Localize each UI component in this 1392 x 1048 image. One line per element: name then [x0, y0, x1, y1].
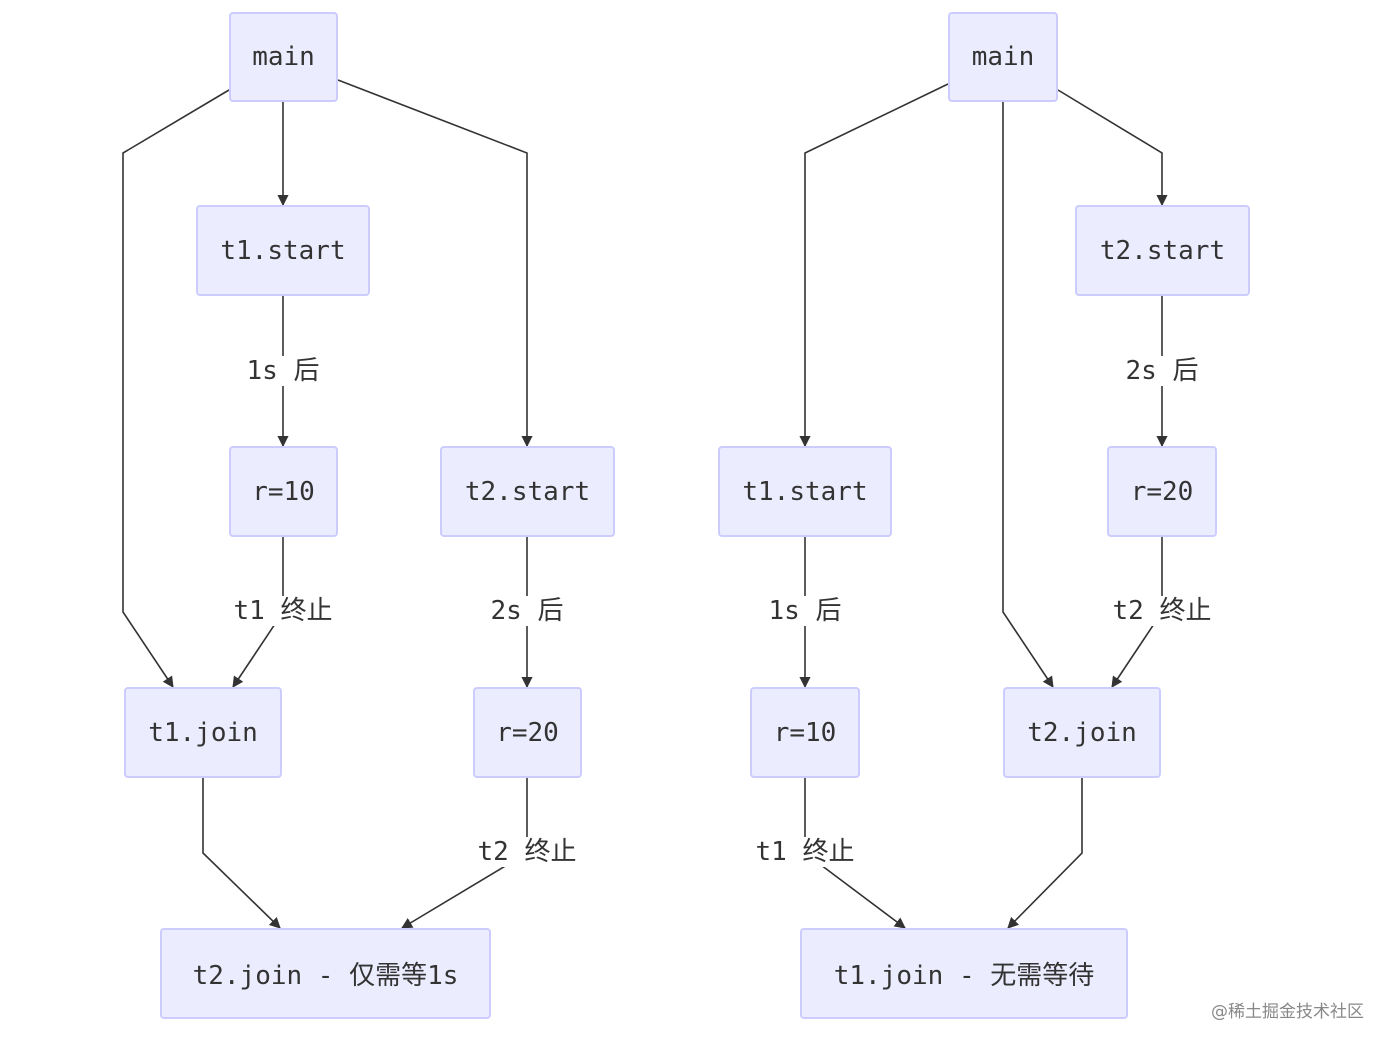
- node-main-left: main: [229, 12, 338, 102]
- node-r20-left-label: r=20: [496, 717, 559, 748]
- node-main-right-label: main: [971, 42, 1035, 72]
- node-t2-start-left: t2.start: [440, 446, 615, 537]
- node-main-left-label: main: [252, 42, 315, 72]
- edge-main-t1start-right: [799, 83, 949, 448]
- node-t1-start-left-label: t1.start: [220, 235, 346, 266]
- node-t2-start-left-label: t2.start: [464, 476, 591, 507]
- node-r10-left: r=10: [229, 446, 338, 537]
- edge-label-t1-end-right: t1 终止: [751, 837, 859, 867]
- node-main-right: main: [948, 12, 1058, 102]
- node-t1-join-left: t1.join: [124, 687, 282, 778]
- edge-main-t2start-right: [1057, 89, 1168, 207]
- node-t1-join-left-label: t1.join: [148, 717, 258, 748]
- node-t2-join-right-label: t2.join: [1027, 717, 1137, 748]
- edge-label-1s-right: 1s 后: [764, 596, 846, 626]
- edge-main-t2join-right: [1002, 102, 1054, 688]
- edge-label-2s-left: 2s 后: [486, 596, 568, 626]
- edge-label-t2-end-left: t2 终止: [473, 837, 581, 867]
- edge-label-1s-left: 1s 后: [242, 356, 324, 386]
- node-t2-join-right: t2.join: [1003, 687, 1161, 778]
- edge-t1join-t2join-left: [202, 778, 281, 929]
- node-t2-start-right-label: t2.start: [1099, 235, 1226, 266]
- node-t1-start-right-label: t1.start: [742, 476, 868, 507]
- edge-label-2s-right: 2s 后: [1121, 356, 1203, 386]
- watermark-text: @稀土掘金技术社区: [1211, 1002, 1364, 1022]
- edge-label-t1-end-left: t1 终止: [229, 596, 337, 626]
- node-t2-join-left-label: t2.join - 仅需等1s: [192, 961, 459, 991]
- node-r20-right-label: r=20: [1130, 476, 1194, 507]
- node-t2-start-right: t2.start: [1075, 205, 1250, 296]
- node-r20-right: r=20: [1107, 446, 1217, 537]
- node-r10-right-label: r=10: [773, 717, 837, 748]
- edge-label-t2-end-right: t2 终止: [1108, 596, 1216, 626]
- node-t1-join-right-label: t1.join - 无需等待: [833, 961, 1095, 991]
- node-t1-join-right: t1.join - 无需等待: [800, 928, 1128, 1019]
- edge-main-t1join-left: [122, 89, 230, 688]
- node-r10-right: r=10: [750, 687, 860, 778]
- node-r10-left-label: r=10: [252, 476, 315, 507]
- node-t1-start-right: t1.start: [718, 446, 892, 537]
- edge-t2join-t1join-right: [1007, 778, 1083, 929]
- node-t1-start-left: t1.start: [196, 205, 370, 296]
- node-r20-left: r=20: [473, 687, 582, 778]
- node-t2-join-left: t2.join - 仅需等1s: [160, 928, 491, 1019]
- edge-main-t2start-left: [337, 79, 533, 448]
